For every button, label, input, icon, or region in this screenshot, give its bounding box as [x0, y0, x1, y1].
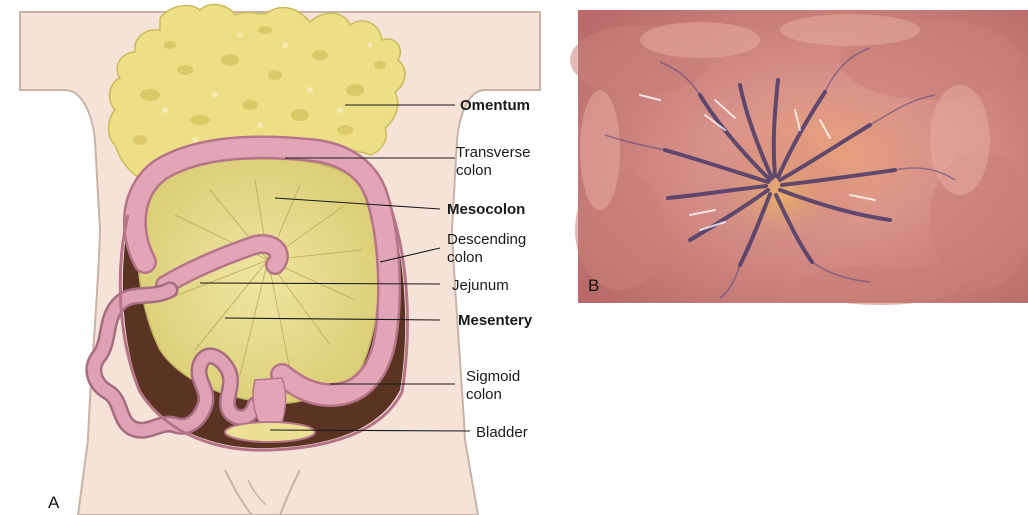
label-mesocolon: Mesocolon	[447, 201, 525, 218]
bladder-shape	[224, 421, 316, 443]
label-sigmoid-colon: Sigmoid colon	[466, 368, 524, 403]
label-descending-colon: Descending colon	[447, 231, 530, 266]
omentum-shape	[107, 3, 406, 181]
leader-mesocolon	[274, 197, 441, 210]
panel-a-illustration: Omentum Transverse colon Mesocolon Desce…	[19, 3, 541, 515]
label-bladder: Bladder	[476, 424, 528, 441]
label-omentum: Omentum	[460, 97, 530, 114]
label-jejunum: Jejunum	[452, 277, 509, 294]
label-mesentery: Mesentery	[458, 312, 533, 329]
panel-b-photo: B	[570, 10, 1028, 305]
leader-mesentery	[224, 317, 441, 321]
leader-descending-colon	[379, 247, 441, 263]
rectum	[252, 377, 287, 429]
panel-letter-b: B	[588, 276, 599, 295]
label-transverse-colon: Transverse colon	[456, 144, 535, 179]
leader-bladder	[269, 429, 471, 432]
mesenteric-vessels	[663, 78, 897, 267]
panel-letter-a: A	[48, 493, 60, 512]
leader-jejunum	[199, 282, 441, 285]
